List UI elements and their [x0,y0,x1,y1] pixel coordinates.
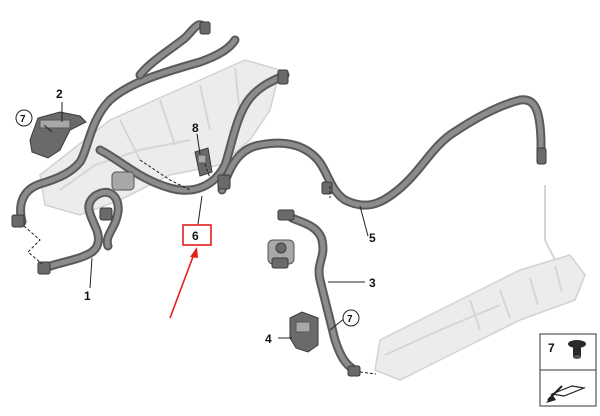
svg-text:3: 3 [369,276,376,290]
callout-8: 8 [192,121,199,135]
bracket-2 [29,111,87,159]
callout-7-circled-left: 7 [15,109,33,127]
hose-1 [40,187,123,273]
svg-text:7: 7 [347,314,353,325]
legend-navigation-icon [539,369,597,407]
svg-text:4: 4 [265,332,272,346]
hose-5 [217,95,546,210]
callout-3: 3 [369,276,376,290]
callout-6-highlighted: 6 [182,224,212,246]
callout-7-circled-right: 7 [342,309,360,327]
hose-left-upper [16,35,240,227]
svg-text:5: 5 [369,231,376,245]
ghost-intake-manifold [39,59,281,216]
hose-6 [95,70,290,195]
svg-text:7: 7 [20,114,26,125]
highlight-arrow [169,247,198,319]
ghost-exhaust-pipe [374,185,586,381]
svg-text:8: 8 [192,121,199,135]
svg-text:6: 6 [192,229,199,243]
svg-text:2: 2 [56,87,63,101]
legend-part-7: 7 [539,333,597,371]
leader-lines [43,102,369,339]
rubber-grommet-icon [568,340,586,359]
svg-text:7: 7 [548,341,555,355]
callout-4: 4 [265,332,272,346]
dashed-lines [23,159,377,375]
callout-1: 1 [84,289,91,303]
bracket-8 [194,147,213,177]
svg-text:1: 1 [84,289,91,303]
callout-2: 2 [56,87,63,101]
auxiliary-water-pump [267,239,295,269]
callout-5: 5 [369,231,376,245]
bracket-4 [289,311,319,353]
hose-3 [287,213,360,375]
